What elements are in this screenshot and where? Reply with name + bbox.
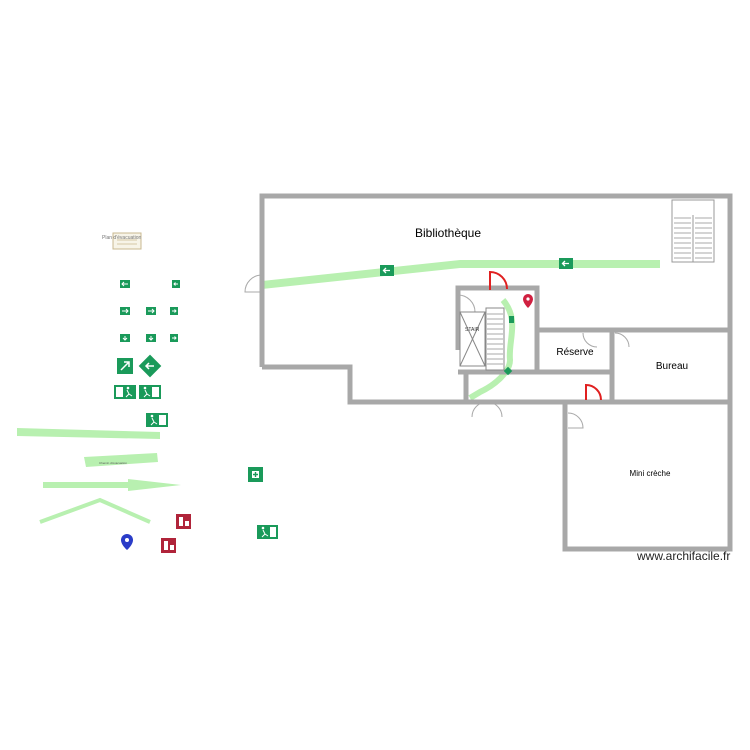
watermark: www.archifacile.fr <box>637 549 731 563</box>
legend-arrow-caption: Chemin d'évacuation <box>99 461 127 465</box>
exit-sign-icon <box>380 265 394 276</box>
room-label-creche: Mini crèche <box>630 469 671 478</box>
exit-sign-icon <box>559 258 573 269</box>
legend-evac-path-band <box>17 428 160 439</box>
legend-sign-caption: Plan d'évacuation <box>102 235 142 241</box>
doors <box>244 274 630 429</box>
emergency-exit-runner-icon <box>139 385 161 399</box>
fire-doors <box>489 270 602 401</box>
exit-sign-small-icon <box>509 316 514 323</box>
exit-sign-small-icon <box>503 366 513 376</box>
room-label-library: Bibliothèque <box>415 226 481 240</box>
evac-path-main <box>262 260 660 289</box>
fire-extinguisher-icon <box>176 514 191 529</box>
emergency-exit-runner-icon <box>257 525 278 539</box>
walls <box>259 193 733 552</box>
stairs-center <box>459 307 505 371</box>
fire-extinguisher-icon <box>161 538 176 553</box>
emergency-exit-runner-icon <box>114 385 136 399</box>
first-aid-icon <box>248 467 263 482</box>
legend-evac-arrow <box>43 479 181 491</box>
emergency-exit-runner-icon <box>146 413 168 427</box>
stairs-top-right <box>671 199 715 263</box>
stair-tag: STAIR <box>465 327 480 333</box>
legend-evac-path-band-2 <box>84 453 158 467</box>
room-label-storage: Réserve <box>556 347 594 358</box>
location-pin-icon <box>121 534 133 550</box>
legend-evac-line <box>39 497 151 524</box>
windows <box>263 215 729 548</box>
evacuation-plan-sign <box>112 232 142 250</box>
exit-arrow-diamond-icon <box>138 354 162 378</box>
exit-arrow-diagonal-icon <box>117 358 133 374</box>
room-label-office: Bureau <box>656 361 688 372</box>
location-pin-icon <box>523 294 533 308</box>
